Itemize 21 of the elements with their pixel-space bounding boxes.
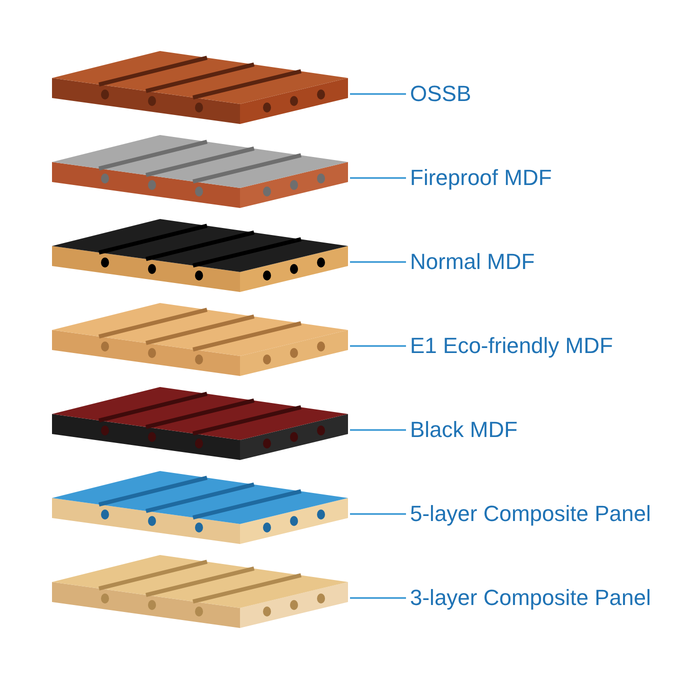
part-label: E1 Eco-friendly MDF xyxy=(410,333,613,359)
part-label: OSSB xyxy=(410,81,472,107)
part-label: 3-layer Composite Panel xyxy=(410,585,651,611)
part-label: Black MDF xyxy=(410,417,518,443)
part-label: Fireproof MDF xyxy=(410,165,552,191)
leader-line xyxy=(350,177,406,179)
panel-drawing xyxy=(50,470,350,546)
leader-line xyxy=(350,429,406,431)
part-label: Normal MDF xyxy=(410,249,535,275)
part-label: 5-layer Composite Panel xyxy=(410,501,651,527)
panel-drawing xyxy=(50,554,350,630)
leader-line xyxy=(350,513,406,515)
panel-drawing xyxy=(50,386,350,462)
leader-line xyxy=(350,597,406,599)
panel-drawing xyxy=(50,302,350,378)
panel-drawing xyxy=(50,134,350,210)
leader-line xyxy=(350,93,406,95)
leader-line xyxy=(350,345,406,347)
panel-drawing xyxy=(50,218,350,294)
leader-line xyxy=(350,261,406,263)
panel-drawing xyxy=(50,50,350,126)
